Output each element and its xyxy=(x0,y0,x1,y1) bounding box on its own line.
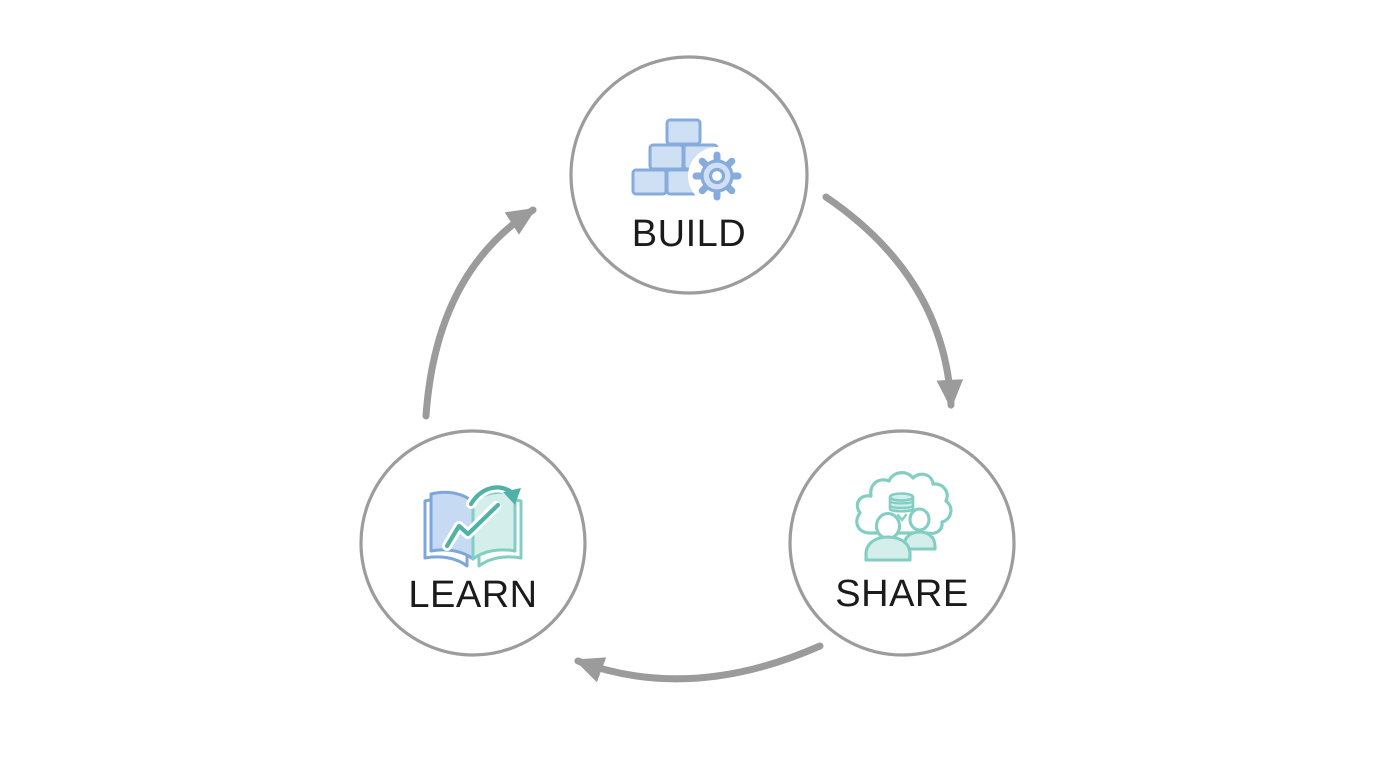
database-line-2 xyxy=(888,504,915,510)
block-top xyxy=(665,118,702,146)
node-learn: LEARN xyxy=(359,429,587,657)
cloud-data-people-icon xyxy=(855,471,953,562)
edge-build-to-share xyxy=(822,193,964,410)
open-book-growth-arrow-icon xyxy=(423,482,523,568)
data-funnel xyxy=(896,513,908,522)
database-top xyxy=(888,492,915,502)
edge-share-to-learn xyxy=(574,642,824,683)
database-line-1 xyxy=(888,500,915,505)
build-label: BUILD xyxy=(632,213,746,255)
learn-label: LEARN xyxy=(408,574,537,616)
person-right-body xyxy=(902,530,937,551)
node-share: SHARE xyxy=(788,429,1016,657)
trend-zigzag xyxy=(444,502,501,549)
gear-center xyxy=(708,167,726,185)
trend-swoosh xyxy=(468,485,513,507)
block-mid-left xyxy=(648,143,685,171)
block-bottom-left xyxy=(631,168,668,196)
edge-learn-to-build xyxy=(422,206,537,420)
node-build: BUILD xyxy=(569,55,809,295)
book-page-left xyxy=(429,490,475,561)
share-label: SHARE xyxy=(835,573,968,615)
person-left-body xyxy=(864,535,912,562)
person-right-head xyxy=(908,507,931,532)
person-left-head xyxy=(874,511,902,541)
building-blocks-gear-icon xyxy=(631,118,746,205)
trend-arrowhead-icon xyxy=(503,488,521,505)
